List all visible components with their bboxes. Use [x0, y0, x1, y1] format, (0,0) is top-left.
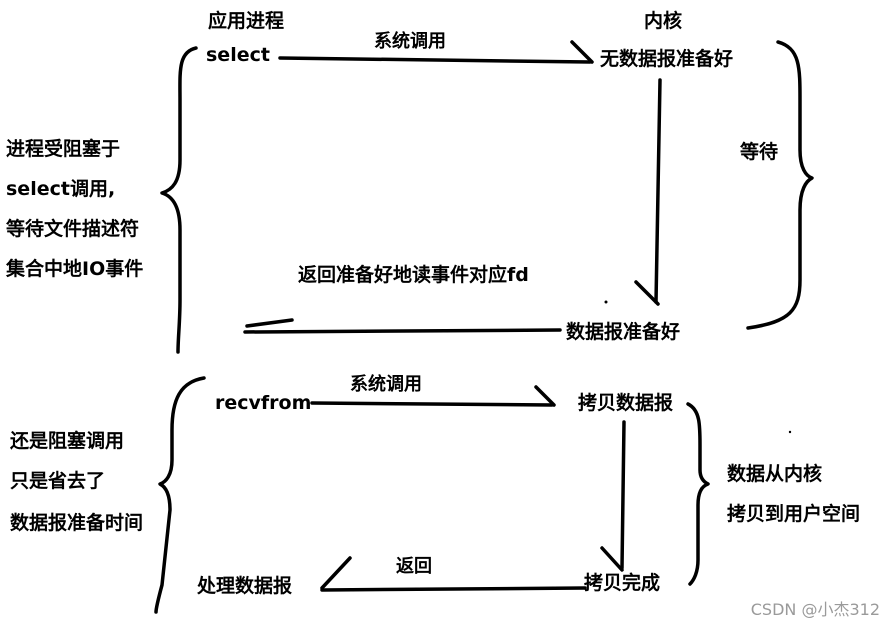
return-label: 返回: [396, 556, 432, 577]
blocked-note-line: select调用,: [6, 178, 116, 200]
datagram-ready-label: 数据报准备好: [566, 321, 681, 343]
return-fd-arrowhead: [245, 318, 294, 328]
wait-arrowhead: [634, 280, 660, 306]
copy-arrowhead: [600, 546, 624, 572]
recvfrom-label: recvfrom: [215, 392, 312, 414]
return-fd-label: 返回准备好地读事件对应fd: [298, 264, 529, 286]
right-brace-bottom: [686, 402, 710, 586]
watermark: CSDN @小杰312: [750, 600, 880, 619]
no-datagram-ready-label: 无数据报准备好: [600, 48, 734, 70]
select-label: select: [206, 44, 270, 66]
syscall-arrowhead-bottom: [534, 385, 556, 407]
syscall-label-bottom: 系统调用: [350, 374, 422, 395]
kernel-label: 内核: [644, 10, 683, 32]
return-arrowhead: [320, 556, 352, 590]
return-arrow: [320, 586, 587, 592]
copy-note-line: 拷贝到用户空间: [727, 503, 861, 525]
left-brace-top: [160, 46, 198, 354]
wait-label: 等待: [740, 141, 779, 163]
app-process-label: 应用进程: [208, 10, 285, 32]
copy-datagram-label: 拷贝数据报: [578, 392, 674, 414]
copy-arrow: [620, 420, 626, 570]
stray-dot-2: [788, 430, 792, 434]
wait-arrow: [654, 78, 662, 304]
blocked-note-line: 等待文件描述符: [6, 218, 140, 240]
left-brace-bottom: [154, 376, 206, 614]
right-brace-top: [746, 40, 814, 330]
blocked-note-line: 还是阻塞调用: [10, 430, 125, 452]
process-datagram-label: 处理数据报: [197, 575, 293, 597]
syscall-arrowhead-top: [570, 40, 594, 64]
syscall-arrow-bottom: [310, 401, 554, 407]
syscall-arrow-top: [278, 56, 592, 64]
blocked-note-line: 只是省去了: [10, 470, 106, 492]
stray-dot: [604, 300, 608, 304]
blocked-note-line: 集合中地IO事件: [6, 258, 144, 280]
blocked-note-line: 数据报准备时间: [10, 512, 144, 534]
return-fd-arrow: [243, 328, 562, 334]
copy-done-label: 拷贝完成: [584, 572, 661, 594]
copy-note-line: 数据从内核: [727, 463, 823, 485]
blocked-note-line: 进程受阻塞于: [6, 138, 121, 160]
syscall-label-top: 系统调用: [374, 31, 446, 52]
